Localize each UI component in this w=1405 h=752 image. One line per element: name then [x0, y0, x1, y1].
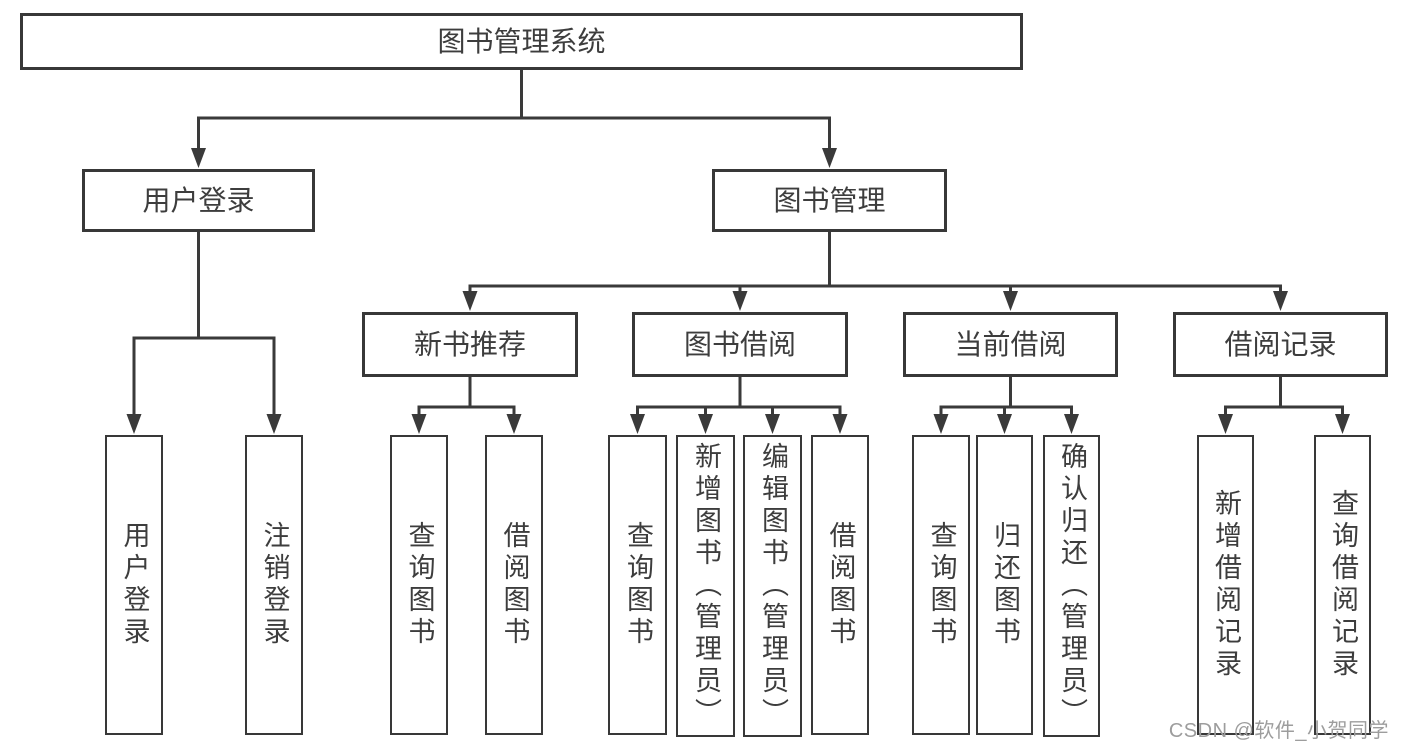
- node-label: 查询借阅记录: [1328, 489, 1358, 681]
- node-label: 编辑图书（管理员）: [758, 442, 788, 730]
- node-label: 查询图书: [623, 521, 653, 649]
- node-add-borrow-record: 新增借阅记录: [1197, 435, 1254, 735]
- node-label: 图书借阅: [683, 328, 796, 360]
- node-borrow-books: 借阅图书: [811, 435, 869, 735]
- node-label: 用户登录: [142, 184, 255, 216]
- node-logout: 注销登录: [245, 435, 303, 735]
- node-label: 借阅图书: [499, 521, 530, 649]
- node-label: 图书管理: [773, 184, 886, 216]
- node-return-books: 归还图书: [976, 435, 1033, 735]
- node-book-borrowing: 图书借阅: [632, 312, 848, 377]
- node-user-login: 用户登录: [82, 169, 315, 232]
- node-library-system: 图书管理系统: [20, 13, 1023, 70]
- node-label: 查询图书: [404, 521, 435, 649]
- node-query-books-current: 查询图书: [912, 435, 970, 735]
- node-label: 查询图书: [926, 521, 957, 649]
- node-edit-books-admin: 编辑图书（管理员）: [743, 435, 802, 737]
- node-query-books-recommend: 查询图书: [390, 435, 448, 735]
- node-label: 用户登录: [119, 521, 150, 649]
- node-new-book-recommend: 新书推荐: [362, 312, 578, 377]
- node-book-management: 图书管理: [712, 169, 947, 232]
- node-add-books-admin: 新增图书（管理员）: [676, 435, 735, 737]
- node-label: 新书推荐: [413, 328, 526, 360]
- node-user-login-leaf: 用户登录: [105, 435, 163, 735]
- node-query-borrow-record: 查询借阅记录: [1314, 435, 1371, 735]
- node-label: 新增图书（管理员）: [691, 442, 721, 730]
- node-borrow-books-recommend: 借阅图书: [485, 435, 543, 735]
- node-borrowing-records: 借阅记录: [1173, 312, 1388, 377]
- node-label: 借阅图书: [825, 521, 856, 649]
- node-label: 注销登录: [259, 521, 290, 649]
- node-label: 归还图书: [990, 521, 1020, 649]
- node-current-borrowing: 当前借阅: [903, 312, 1118, 377]
- node-confirm-return-admin: 确认归还（管理员）: [1043, 435, 1100, 737]
- node-label: 新增借阅记录: [1211, 489, 1241, 681]
- node-label: 图书管理系统: [437, 25, 606, 57]
- node-query-books-borrow: 查询图书: [608, 435, 667, 735]
- node-label: 当前借阅: [954, 328, 1067, 360]
- node-label: 确认归还（管理员）: [1057, 442, 1087, 730]
- node-label: 借阅记录: [1224, 328, 1337, 360]
